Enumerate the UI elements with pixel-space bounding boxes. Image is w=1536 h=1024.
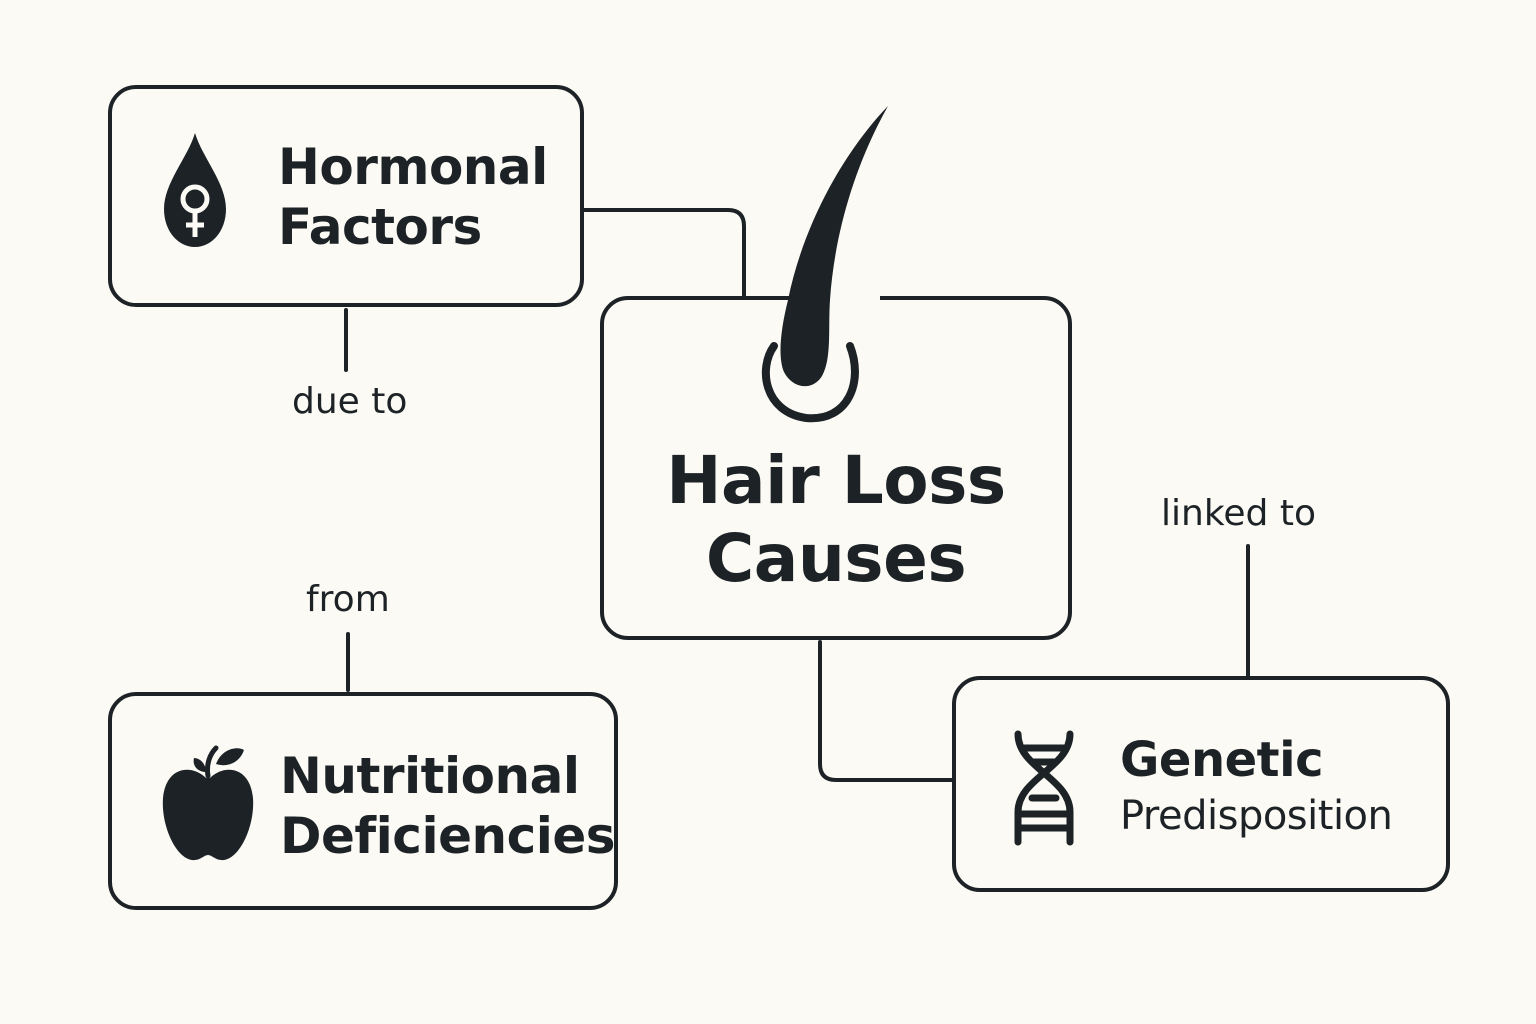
edge-label-due-to: due to <box>292 381 408 422</box>
genetic-title-line1: Genetic <box>1120 732 1324 788</box>
nutritional-deficiencies-node: Nutritional Deficiencies <box>108 692 618 910</box>
hair-loss-causes-node: Hair Loss Causes <box>600 296 1072 640</box>
hormonal-title-line2: Factors <box>278 198 482 256</box>
nutritional-title-line2: Deficiencies <box>280 807 616 865</box>
dna-icon <box>1014 730 1074 846</box>
genetic-title: Genetic Predisposition <box>1120 732 1393 840</box>
hair-follicle-icon <box>761 106 888 423</box>
genetic-predisposition-node: Genetic Predisposition <box>952 676 1450 892</box>
edge-label-linked-to: linked to <box>1161 493 1316 534</box>
center-title: Hair Loss Causes <box>604 442 1068 598</box>
connector-hormonal-to-center <box>582 208 746 298</box>
nutritional-title: Nutritional Deficiencies <box>280 746 616 866</box>
center-title-line1: Hair Loss <box>666 442 1006 519</box>
center-title-line2: Causes <box>705 519 967 597</box>
genetic-title-line2: Predisposition <box>1120 792 1393 839</box>
nutritional-title-line1: Nutritional <box>280 747 580 805</box>
female-symbol-drop-icon <box>164 133 226 247</box>
edge-label-from: from <box>306 579 390 620</box>
hormonal-factors-node: Hormonal Factors <box>108 85 584 307</box>
hormonal-title: Hormonal Factors <box>278 137 548 257</box>
hormonal-title-line1: Hormonal <box>278 138 548 196</box>
apple-icon <box>162 745 254 861</box>
connector-center-to-genetic <box>818 640 954 782</box>
